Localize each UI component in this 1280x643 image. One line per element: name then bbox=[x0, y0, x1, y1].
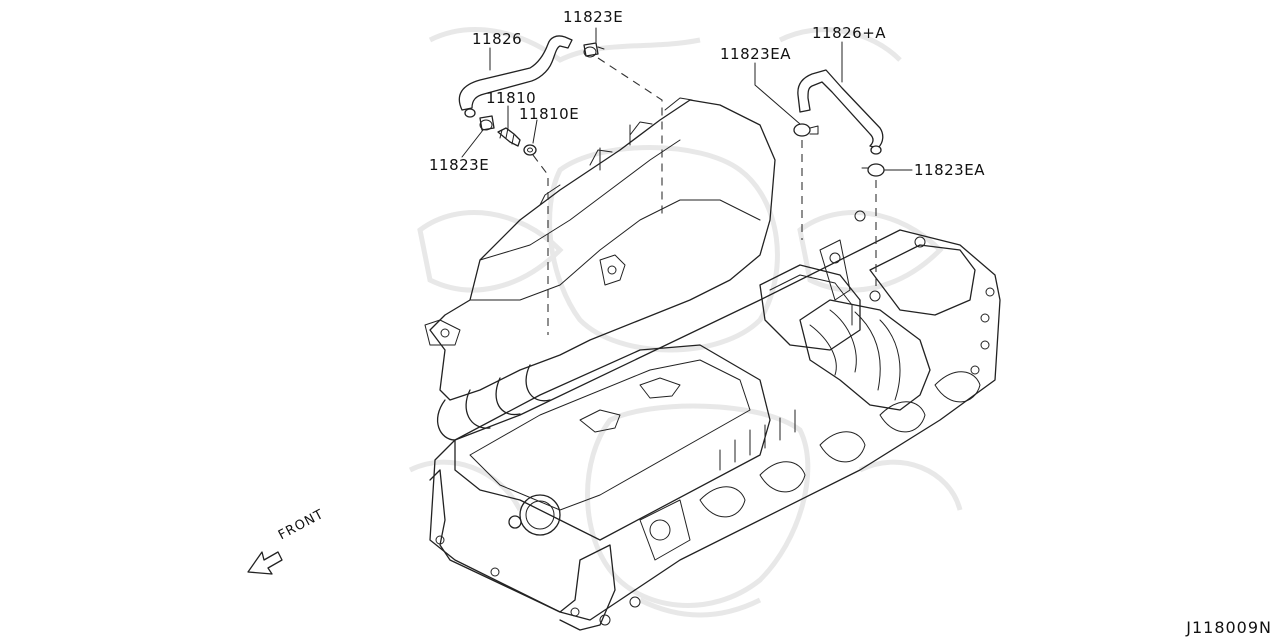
label-clamp-top[interactable]: 11823E bbox=[563, 8, 624, 26]
clamp-right-upper[interactable] bbox=[793, 123, 819, 137]
label-washer[interactable]: 11810E bbox=[519, 105, 580, 123]
diagram-reference-code: J118009N bbox=[1186, 618, 1272, 637]
pcv-valve[interactable] bbox=[497, 127, 521, 147]
label-valve[interactable]: 11810 bbox=[486, 89, 537, 107]
air-duct bbox=[799, 239, 976, 411]
intake-manifold bbox=[424, 97, 861, 441]
hose-left[interactable] bbox=[458, 35, 573, 118]
label-leaders bbox=[461, 27, 913, 171]
label-hose-right[interactable]: 11826+A bbox=[812, 24, 887, 42]
label-clamp-left[interactable]: 11823E bbox=[429, 156, 490, 174]
hose-right[interactable] bbox=[797, 69, 884, 155]
leader-lines bbox=[532, 57, 877, 335]
label-hose-left[interactable]: 11826 bbox=[472, 30, 523, 48]
label-clamp-right-lower[interactable]: 11823EA bbox=[914, 161, 985, 179]
front-arrow-icon bbox=[247, 551, 283, 575]
label-clamp-right-upper[interactable]: 11823EA bbox=[720, 45, 791, 63]
clamp-left[interactable] bbox=[479, 115, 495, 131]
clamp-top[interactable] bbox=[583, 42, 605, 58]
pcv-washer[interactable] bbox=[523, 144, 537, 156]
engine-block bbox=[429, 210, 1001, 631]
watermark-emblem bbox=[408, 27, 963, 618]
